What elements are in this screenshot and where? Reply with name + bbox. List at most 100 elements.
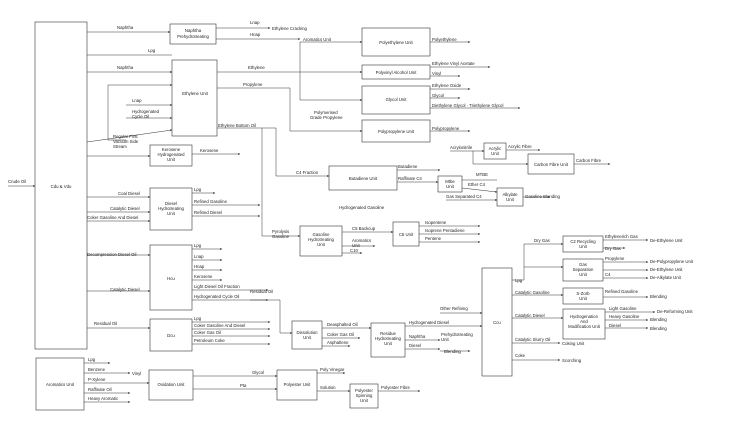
aromatics-unit (35, 357, 85, 411)
stream-isopentene: Isopentene (425, 220, 447, 225)
stream-de-polypropylene-unit: De-Polypropylene Unit (650, 259, 694, 264)
stream-lnap-2: Lnap (132, 98, 142, 103)
stream-blending-4: Blending (650, 326, 667, 331)
stream-lpg-2: Lpg (194, 187, 202, 192)
stream-mtbe: MTBE (476, 172, 488, 177)
residue-hydrotreating-label-2: Hydrotreating (375, 336, 401, 341)
stream-ethylene-vinyl-acetate: Ethylene Vinyl Acetate (432, 61, 475, 66)
stream-deasphalted-oil: Deasphalted Oil (327, 322, 358, 327)
acrylic-unit-label-2: Unit (491, 151, 499, 156)
stream-pta: Pta (240, 383, 247, 388)
residue-hydrotreating-label-3: Unit (384, 341, 392, 346)
oxidation-unit-label: Oxidation Unit (158, 382, 186, 387)
stream-acrylic-fibre: Acrylic Fibre (508, 144, 532, 149)
stream-fcc-lpg: Lpg (515, 278, 523, 283)
stream-kerosene-1: Kerosene (200, 148, 219, 153)
flow-lines (8, 27, 656, 403)
polyester-spinning-label-1: Polyester (355, 388, 373, 393)
polyvinyl-alcohol-unit-label: Polyvinyl Alcohol Unit (376, 70, 418, 75)
stream-pentene: Pentene (425, 236, 442, 241)
residue-hydrotreating-label-1: Residue (380, 331, 396, 336)
stream-hydrogenated-diesel: Hydrogenated Diesel (409, 320, 449, 325)
alkylate-unit-label-1: Alkylate (502, 192, 518, 197)
stream-diesel-2: Diesel (609, 323, 621, 328)
stream-de-ethylene-unit-1: De-Ethylene Unit (650, 238, 683, 243)
hydrogenation-label-1: Hydrogenation (570, 314, 599, 319)
stream-residual-oil-1: Residual Oil (250, 289, 273, 294)
stream-refined-diesel: Refined Diesel (194, 210, 222, 215)
stream-polyethylene: Polyethylene (432, 37, 457, 42)
aromatics-unit-label: Aromatics Unit (46, 382, 75, 387)
stream-naphtha-1: Naphtha (117, 25, 134, 30)
stream-catalytic-diesel-1: Catalytic Diesel (110, 206, 140, 211)
stream-hcu-kerosene: Kerosene (194, 274, 213, 279)
stream-ethylene-oxide: Ethylene Oxide (432, 83, 462, 88)
gas-separation-label-2: Separation (573, 267, 594, 272)
dcu-unit (149, 318, 193, 352)
dissolution-label-1: Dissolution (296, 330, 318, 335)
stream-glycol: Glycol (432, 93, 444, 98)
polyester-unit-label: Polyester Unit (284, 382, 312, 387)
stream-coal-diesel: Coal Diesel (118, 191, 140, 196)
stream-lnap-1: Lnap (250, 20, 260, 25)
gasoline-hydrotreating-label-1: Gasoline (313, 232, 331, 237)
dissolution-label-2: Unit (303, 335, 311, 340)
stream-prehydrotreating-unit-2: Unit (441, 337, 449, 342)
stream-catalytic-diesel-2: Catalytic Diesel (110, 287, 140, 292)
stream-hcu-hnap: Hnap (194, 264, 205, 269)
stream-polyester-fibre: Polyester Fibre (381, 385, 411, 390)
polyester-spinning-label-2: Spinning (356, 393, 373, 398)
stream-heavy-gasoline: Heavy Gasoline (609, 314, 640, 319)
butadiene-unit-label: Butadiene Unit (349, 176, 378, 181)
cdu-vdu-label: Cdu & Vdu (51, 184, 72, 189)
stream-blending-2: Blending (650, 294, 667, 299)
mtbe-unit-label-2: Unit (446, 184, 454, 189)
c2-recycling-label-1: C2 Recycling (570, 239, 596, 244)
naphtha-prehydrotreating-unit (169, 23, 217, 45)
stream-aromatics-unit-out: Aromatics Unit (303, 37, 332, 42)
stream-diesel: Diesel (409, 343, 421, 348)
stream-catalytic-gasoline: Catalytic Gasoline (515, 290, 550, 295)
naphtha-pretreating-label-1: Naphtha (185, 28, 202, 33)
stream-dcu-lpg: Lpg (194, 316, 202, 321)
stream-de-ethylene-unit-2: De-Ethylene Unit (650, 267, 683, 272)
acrylic-unit-label-1: Acrylic (489, 146, 503, 151)
stream-aromatics-unit-2b: Unit (352, 243, 360, 248)
stream-asphaltene: Asphaltene (327, 340, 349, 345)
stream-blending-1: Blending (444, 349, 461, 354)
stream-ethylenerich-gas: Ethylenerich Gas (605, 234, 638, 239)
stream-coker-gas-oil-2: Coker Gas Oil (327, 332, 354, 337)
stream-other-refining: Other Refining (440, 306, 468, 311)
polyethylene-unit-label: Polyethylene Unit (379, 40, 413, 45)
polyester-unit (276, 369, 318, 401)
unit-boxes (34, 21, 606, 411)
stream-gasoline-blending: Gasoline Blending (525, 194, 560, 199)
stream-coker-gas-oil-1: Coker Gas Oil (194, 330, 221, 335)
mtbe-unit-label-1: Mtbe (445, 179, 455, 184)
stream-ether-c4: Ether C4 (468, 182, 486, 187)
stream-scorching: Scorching (562, 358, 582, 363)
fcc-label: Ccu (493, 320, 501, 325)
cdu-vdu-unit (34, 21, 88, 350)
stream-aro-lpg: Lpg (88, 357, 96, 362)
unit-labels: Cdu & Vdu Naphtha Prehydrotreating Ethyl… (46, 28, 601, 403)
stream-solution: Solution (320, 385, 336, 390)
stream-hydrogenated-cycle-oil-1: Hydrogenated (132, 109, 160, 114)
stream-lpg-1: Lpg (148, 48, 156, 53)
glycol-unit-label: Glycol Unit (386, 97, 408, 102)
stream-catalytic-diesel-3: Catalytic Diesel (515, 313, 545, 318)
stream-c5-backcup: C5 Backcup (352, 226, 376, 231)
diesel-hydrotreating-label-3: Unit (167, 211, 175, 216)
stream-isoprene-pentadiene: Isoprene Pentadiene (425, 228, 465, 233)
butadiene-unit (328, 165, 398, 191)
mtbe-unit (437, 175, 463, 193)
stream-regular-first-2: Vacuum Side (113, 139, 139, 144)
stream-refined-gasoline-1: Refined Gasoline (194, 199, 228, 204)
stream-light-diesel-oil-fraction: Light Diesel Oil Fraction (194, 284, 240, 289)
residue-hydrotreating-unit (370, 322, 406, 358)
c5-unit-label: C5 Unit (399, 232, 414, 237)
stream-de-reforming-unit: De-Reforming Unit (657, 309, 693, 314)
c5-unit (392, 221, 420, 247)
stream-vinyl: Vinyl (432, 71, 441, 76)
